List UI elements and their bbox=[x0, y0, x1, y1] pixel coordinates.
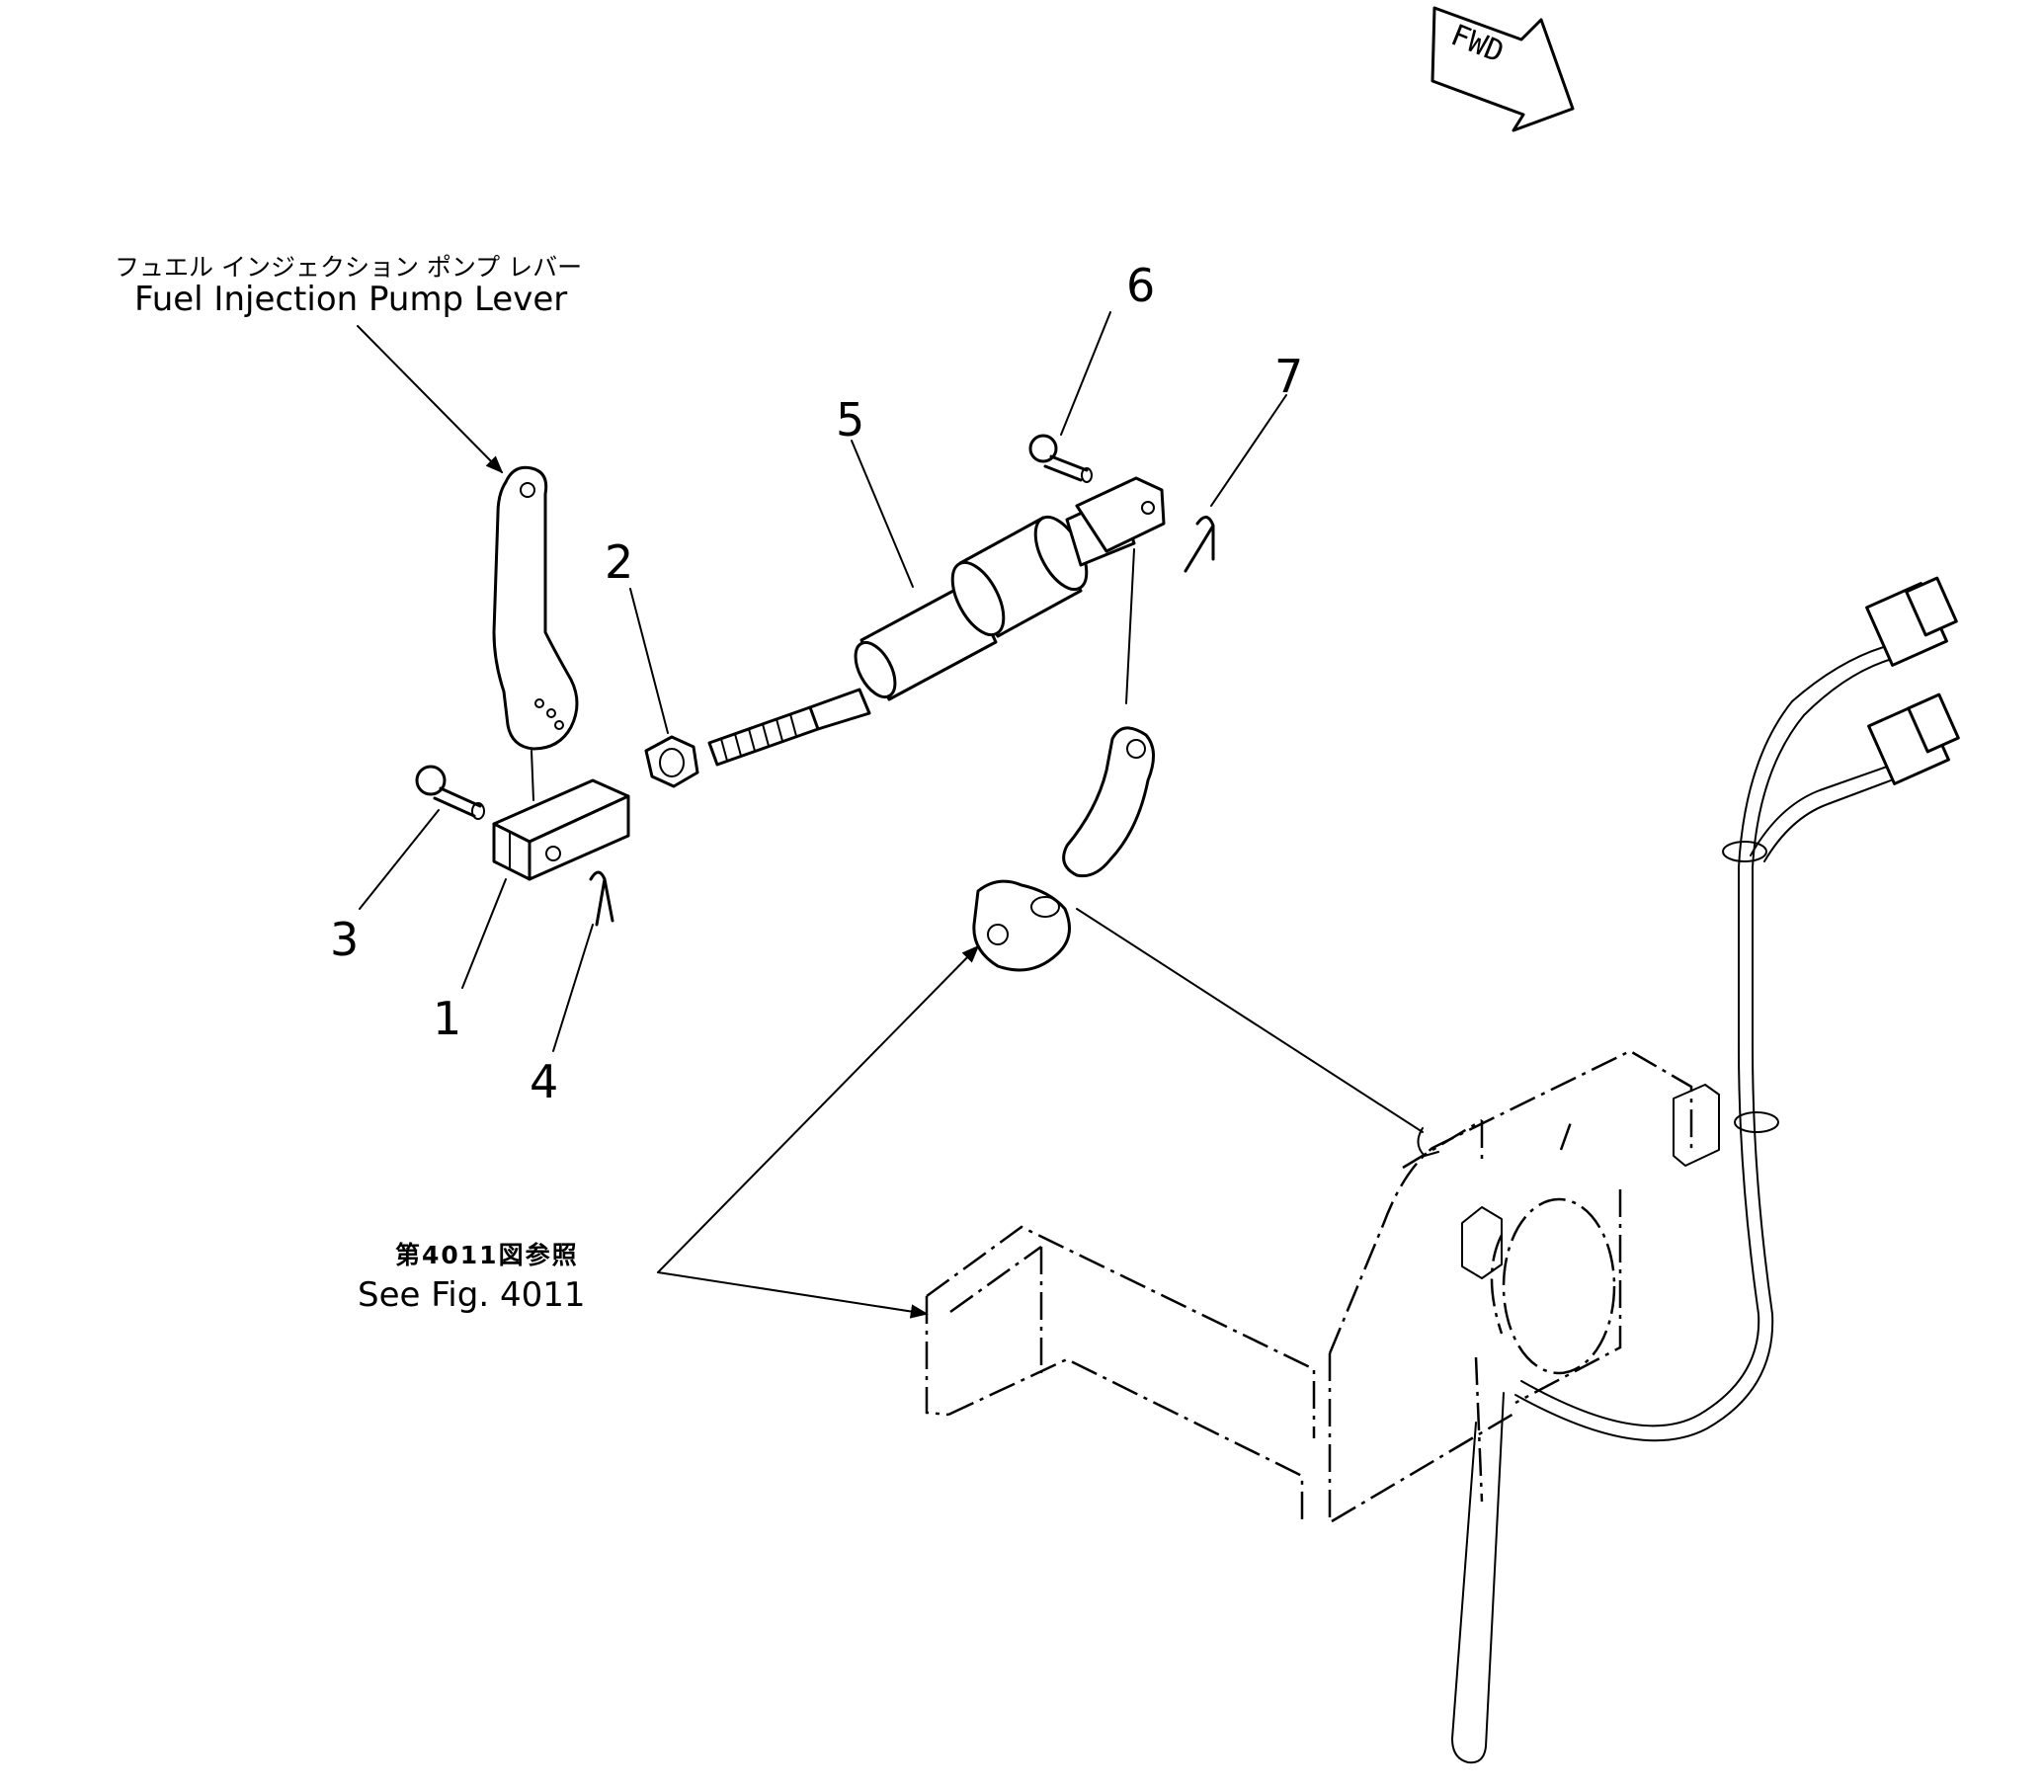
block-part-1 bbox=[492, 778, 630, 881]
governor-rod bbox=[1451, 1392, 1505, 1764]
part-number-1: 1 bbox=[433, 992, 462, 1045]
pin-part-6 bbox=[1028, 434, 1093, 483]
part-number-4: 4 bbox=[530, 1055, 559, 1108]
see-fig-caption-jp: 第4011図参照 bbox=[395, 1241, 579, 1269]
fwd-arrow-icon bbox=[1431, 6, 1575, 132]
part-number-2: 2 bbox=[605, 535, 634, 589]
wiring-harness bbox=[1514, 576, 1960, 1442]
fuel-injection-pump-lever bbox=[492, 465, 579, 801]
pump-lever-caption-en: Fuel Injection Pump Lever bbox=[134, 280, 568, 319]
cotter-pin-part-4 bbox=[589, 870, 614, 927]
governor-lever-arm bbox=[972, 548, 1155, 972]
see-fig-caption-en: See Fig. 4011 bbox=[358, 1275, 586, 1315]
mounting-bracket bbox=[925, 1049, 1720, 1523]
part-number-7: 7 bbox=[1274, 350, 1304, 403]
pin-part-3 bbox=[415, 765, 485, 820]
leader-lines bbox=[357, 311, 1424, 1319]
nut-part-2 bbox=[644, 735, 699, 788]
cotter-pin-part-7 bbox=[1184, 516, 1215, 573]
rod-assembly-part-5 bbox=[707, 476, 1166, 767]
pump-lever-caption-jp: フュエル インジェクション ポンプ レバー bbox=[115, 253, 583, 282]
part-number-6: 6 bbox=[1126, 259, 1156, 312]
part-number-3: 3 bbox=[330, 913, 360, 966]
part-number-5: 5 bbox=[836, 393, 865, 447]
